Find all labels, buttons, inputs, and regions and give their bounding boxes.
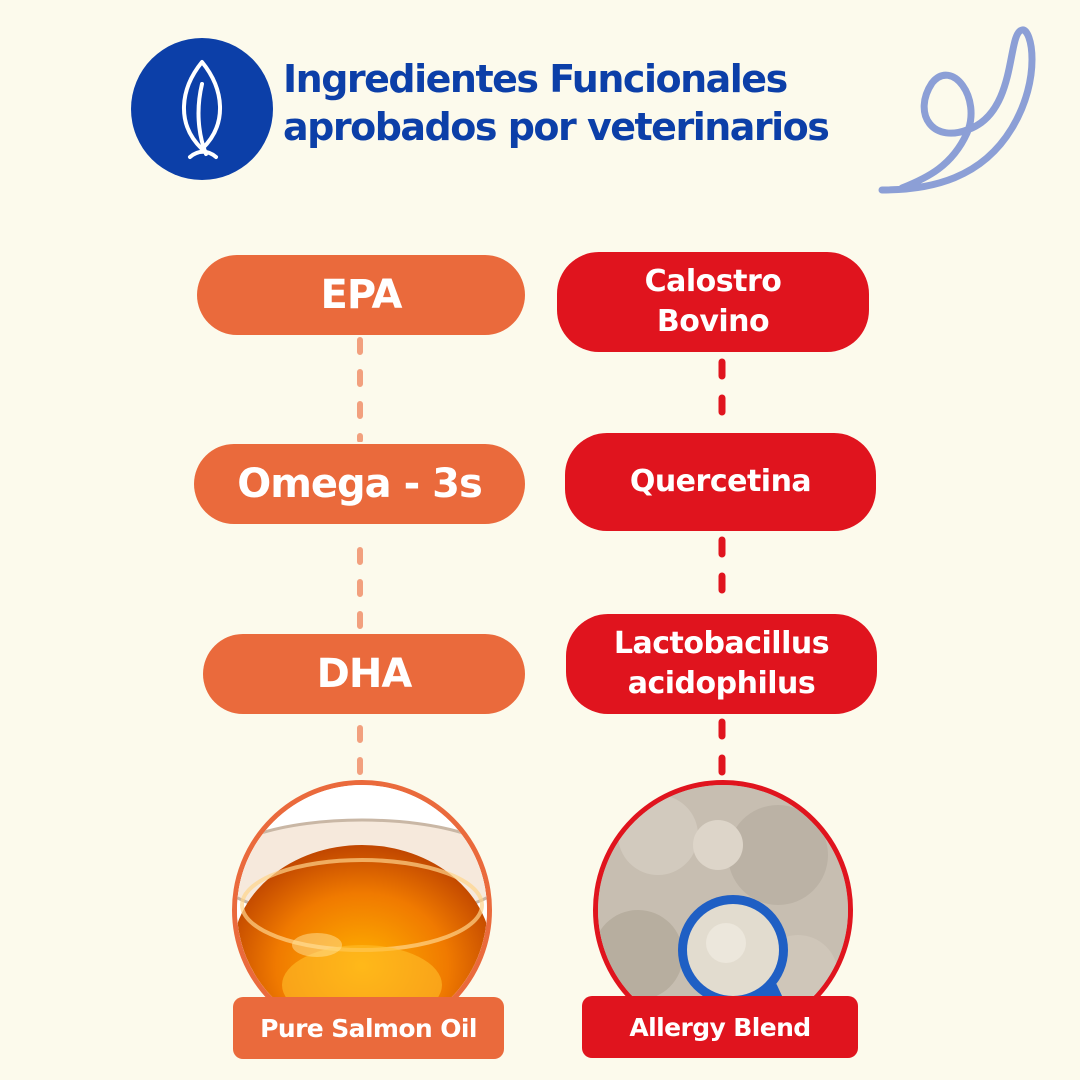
title-line-2: aprobados por veterinarios: [283, 105, 830, 149]
pill-label: Omega - 3s: [237, 461, 483, 507]
product-label-text: Pure Salmon Oil: [260, 1013, 477, 1043]
pill-label: Quercetina: [629, 464, 812, 499]
pill-dha: DHA: [203, 634, 525, 714]
pill-calostro-bovino: Calostro Bovino: [557, 252, 869, 352]
left-connector-1: [357, 337, 363, 442]
pill-label-line-1: Calostro: [644, 264, 782, 299]
pill-label-line-2: Bovino: [656, 304, 770, 339]
page-title: Ingredientes Funcionales aprobados por v…: [283, 55, 830, 151]
product-label-allergy-blend: Allergy Blend: [582, 996, 858, 1058]
right-connector-3: [718, 718, 726, 784]
right-connector-2: [718, 536, 726, 612]
left-connector-2: [357, 547, 363, 632]
header-badge: [131, 38, 273, 180]
pill-omega-3s: Omega - 3s: [194, 444, 525, 524]
pill-label-line-2: acidophilus: [627, 666, 816, 701]
pill-lactobacillus: Lactobacillus acidophilus: [566, 614, 877, 714]
pill-epa: EPA: [197, 255, 525, 335]
pill-label-line-1: Lactobacillus: [613, 626, 830, 661]
pill-label: DHA: [316, 651, 413, 697]
title-line-1: Ingredientes Funcionales: [283, 57, 788, 101]
pill-quercetina: Quercetina: [565, 433, 876, 531]
leaf-icon: [182, 60, 222, 159]
pill-label: EPA: [320, 272, 403, 318]
left-connector-3: [357, 725, 363, 792]
product-label-text: Allergy Blend: [629, 1012, 811, 1042]
powder-scoop: [598, 785, 848, 1035]
squiggle-decoration: [878, 26, 1036, 194]
product-label-salmon-oil: Pure Salmon Oil: [233, 997, 504, 1059]
right-connector-1: [718, 358, 726, 432]
